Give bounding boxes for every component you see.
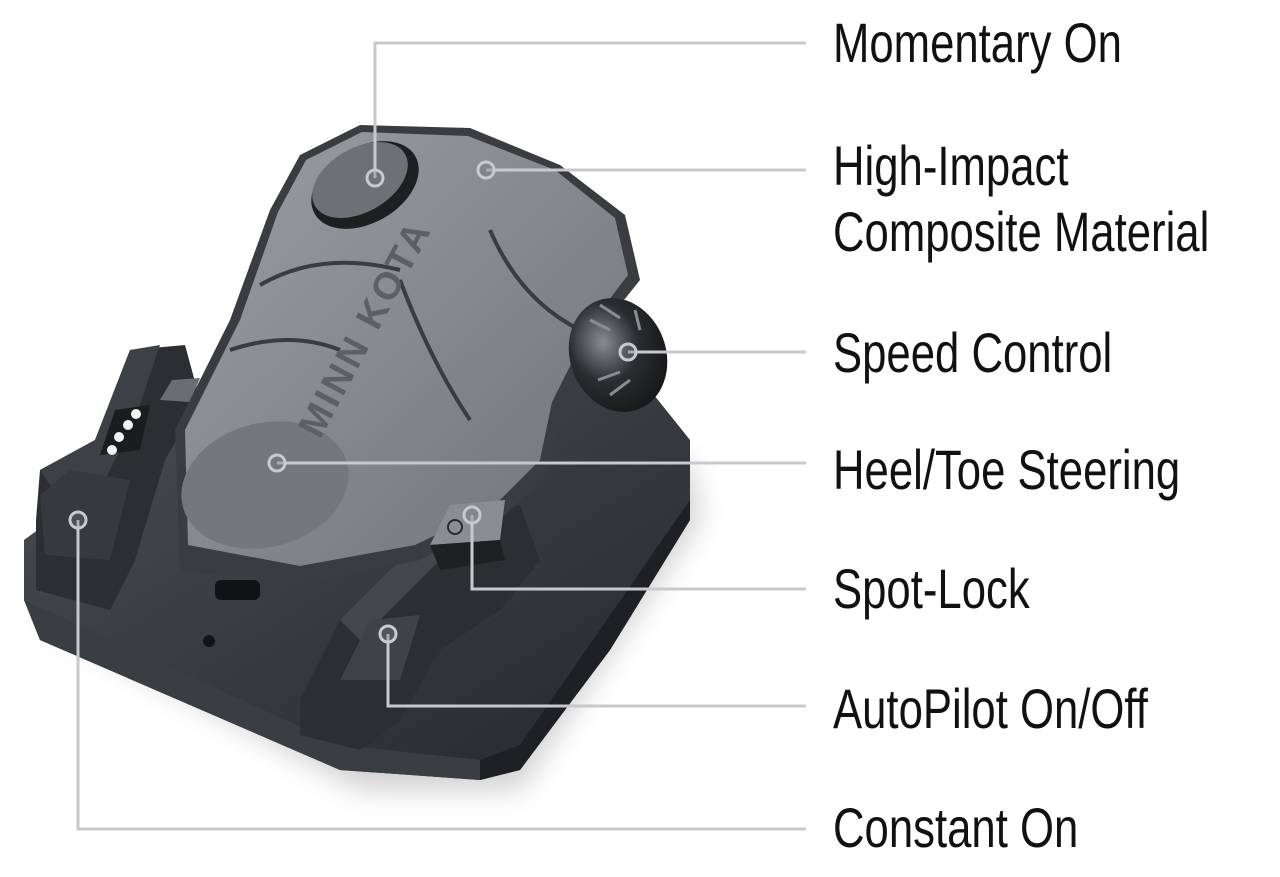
callout-speed-control xyxy=(618,342,806,362)
autopilot-button[interactable] xyxy=(340,615,420,680)
pedal-top[interactable] xyxy=(167,125,640,585)
label-line: Heel/Toe Steering xyxy=(833,438,1181,501)
label-line: Momentary On xyxy=(833,11,1122,74)
callout-constant-on xyxy=(68,510,806,831)
callout-dot-icon xyxy=(476,160,496,180)
label-line: AutoPilot On/Off xyxy=(833,677,1148,740)
callout-heel-toe-steering xyxy=(267,453,806,473)
callout-spot-lock xyxy=(462,505,806,591)
callout-line xyxy=(470,515,806,591)
base-connector-port xyxy=(203,580,260,647)
label-spot-lock: Spot-Lock xyxy=(833,556,1030,622)
label-line: Constant On xyxy=(833,796,1079,859)
label-autopilot-on-off: AutoPilot On/Off xyxy=(833,676,1148,742)
callout-dot-icon xyxy=(618,342,638,362)
label-line: High-Impact xyxy=(833,134,1069,197)
label-line: Spot-Lock xyxy=(833,557,1030,620)
label-speed-control: Speed Control xyxy=(833,320,1112,386)
callout-dot-icon xyxy=(462,505,482,525)
callout-momentary-on xyxy=(365,41,806,188)
callout-line xyxy=(386,634,806,708)
callout-line xyxy=(76,520,806,831)
callout-dot-icon xyxy=(378,624,398,644)
callout-composite-material xyxy=(476,160,806,180)
label-line: Composite Material xyxy=(833,200,1210,263)
callout-dot-icon xyxy=(68,510,88,530)
callout-autopilot-on-off xyxy=(378,624,806,708)
callout-lines xyxy=(68,41,806,831)
callout-dot-icon xyxy=(365,168,385,188)
momentary-on-button[interactable] xyxy=(296,123,434,247)
speed-control-knob[interactable] xyxy=(553,284,683,426)
label-line: Speed Control xyxy=(833,321,1113,384)
led-battery-indicator xyxy=(100,405,150,455)
callout-line xyxy=(373,41,806,178)
callout-dot-icon xyxy=(267,453,287,473)
left-rail-toggle xyxy=(160,378,200,402)
label-momentary-on: Momentary On xyxy=(833,10,1122,76)
label-constant-on: Constant On xyxy=(833,795,1078,861)
label-heel-toe-steering: Heel/Toe Steering xyxy=(833,437,1180,503)
